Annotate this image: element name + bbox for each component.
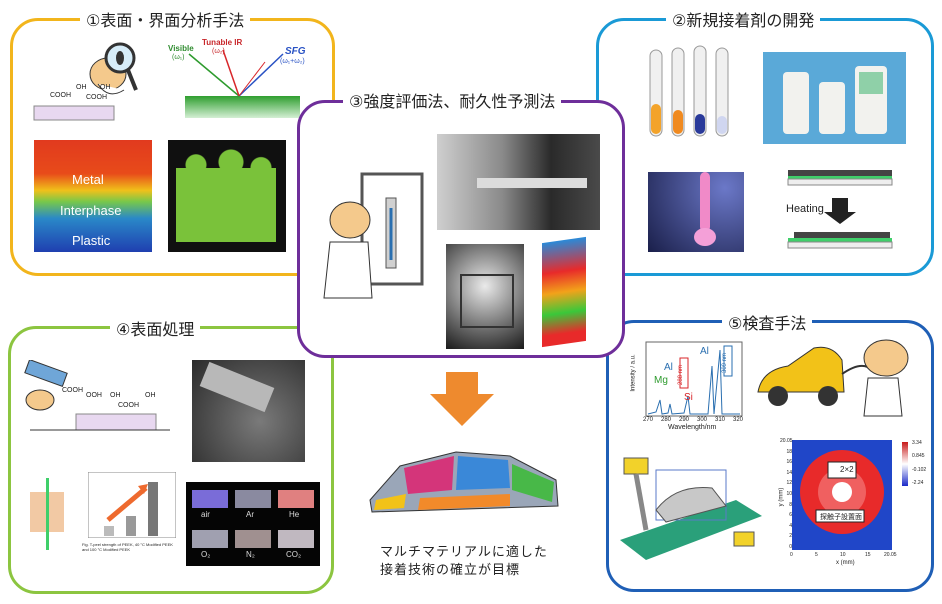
t-peel-caption: Fig. T-peel strength of PEEK, 40 °C Modi… bbox=[82, 542, 173, 552]
heatmap-xtick: 0 bbox=[790, 552, 793, 558]
interphase-label: Interphase bbox=[60, 203, 122, 218]
heatmap-scale: 3.34 0.845 -0.102 -2.24 bbox=[912, 440, 926, 486]
heatmap-ytick: 0 bbox=[789, 543, 792, 550]
t-peel-figure: Fig. T-peel strength of PEEK, 40 °C Modi… bbox=[30, 470, 178, 568]
surface-treatment-illustration bbox=[24, 360, 170, 431]
plasma-label-ar: Ar bbox=[246, 510, 254, 519]
heatmap-xtick: 10 bbox=[840, 552, 846, 558]
car-stethoscope-cartoon bbox=[757, 339, 909, 417]
plasma-nozzle-image bbox=[192, 360, 305, 462]
scale-tick: -2.24 bbox=[912, 479, 924, 486]
spectrum-ylabel: Intensity / a.u. bbox=[630, 354, 637, 392]
goal-text: マルチマテリアルに適した 接着技術の確立が目標 bbox=[380, 544, 580, 580]
plasma-label-co2: CO₂ bbox=[286, 550, 302, 559]
heatmap-ytick: 6 bbox=[789, 512, 792, 519]
heatmap-xtick: 20.05 bbox=[884, 552, 897, 558]
oh-label: OH bbox=[100, 84, 111, 91]
cooh-label: COOH bbox=[118, 402, 139, 409]
cooh-label: COOH bbox=[86, 94, 107, 101]
plasma-label-o2: O₂ bbox=[201, 550, 211, 559]
cooh-label: COOH bbox=[50, 92, 71, 99]
spectrum-tick: 300 bbox=[697, 417, 708, 423]
magnifier-cartoon-illustration bbox=[33, 42, 138, 121]
heatmap-ytick: 18 bbox=[786, 448, 792, 455]
peak-al-label: Al bbox=[664, 362, 673, 373]
libs-spectrum-figure bbox=[645, 341, 743, 417]
oh-label: OH bbox=[76, 84, 87, 91]
heatmap-region-label: 探触子設置面 bbox=[820, 514, 862, 521]
peak-mg-label: Mg bbox=[654, 375, 668, 386]
heatmap-ytick: 2 bbox=[789, 533, 792, 540]
nm-label-288: 288 nm bbox=[678, 364, 685, 386]
peak-si-label: Si bbox=[684, 392, 693, 403]
panel1-title: ①表面・界面分析手法 bbox=[80, 7, 251, 31]
spectrum-tick: 280 bbox=[661, 417, 672, 423]
spectrum-tick: 290 bbox=[679, 417, 690, 423]
goal-line-1: マルチマテリアルに適した bbox=[380, 545, 548, 560]
metal-label: Metal bbox=[72, 172, 104, 187]
heatmap-ytick: 12 bbox=[786, 480, 792, 487]
heatmap-xtick: 15 bbox=[865, 552, 871, 558]
heatmap-box-label: 2×2 bbox=[840, 465, 854, 474]
goal-line-2: 接着技術の確立が目標 bbox=[380, 563, 521, 578]
adhesive-cartridges-image bbox=[763, 52, 906, 144]
testing-machine-photo bbox=[437, 134, 600, 230]
heatmap-xtick: 5 bbox=[815, 552, 818, 558]
ultrasonic-heatmap-figure bbox=[792, 440, 908, 550]
spectrum-xlabel: Wavelength/nm bbox=[668, 424, 717, 431]
panel4-title: ④表面処理 bbox=[110, 316, 201, 340]
spectrum-tick: 270 bbox=[643, 417, 654, 423]
oh-label: OH bbox=[145, 392, 156, 399]
plasma-label-n2: N₂ bbox=[246, 550, 255, 559]
down-arrow bbox=[430, 372, 494, 426]
heatmap-yticks: 20.05 18 16 14 12 10 8 6 4 2 0 bbox=[780, 438, 793, 550]
inspection-robot-illustration bbox=[620, 457, 762, 560]
heatmap-ytick: 8 bbox=[789, 501, 792, 508]
panel5-title: ⑤検査手法 bbox=[722, 310, 813, 334]
tunable-sub-label: (ω₂) bbox=[212, 48, 225, 55]
plasma-color-grid bbox=[186, 482, 320, 566]
peak-al-label: Al bbox=[700, 346, 709, 357]
plasma-label-he: He bbox=[289, 510, 300, 519]
visible-label: Visible bbox=[168, 44, 194, 53]
nm-label-309: 309 nm bbox=[722, 352, 729, 374]
test-tubes-image bbox=[649, 45, 729, 137]
cooh-label: COOH bbox=[62, 387, 83, 394]
panel3-title: ③強度評価法、耐久性予測法 bbox=[343, 88, 562, 112]
sfg-beam-diagram bbox=[185, 49, 300, 118]
scale-tick: -0.102 bbox=[912, 466, 927, 473]
heating-label: Heating bbox=[786, 203, 824, 215]
tunable-ir-label: Tunable IR bbox=[202, 38, 243, 47]
heating-process-diagram bbox=[787, 170, 893, 249]
tensile-test-cartoon bbox=[323, 172, 424, 299]
heatmap-ytick: 16 bbox=[786, 459, 792, 466]
plasma-label-air: air bbox=[201, 510, 210, 519]
scale-tick: 3.34 bbox=[912, 440, 922, 446]
ooh-label: OOH bbox=[86, 392, 102, 399]
heatmap-ytick: 10 bbox=[786, 490, 792, 497]
plastic-label: Plastic bbox=[72, 233, 111, 248]
fem-stress-model bbox=[532, 234, 604, 350]
sfg-sub-label: (ω₁+ω₂) bbox=[280, 58, 305, 65]
interphase-map-image bbox=[34, 140, 152, 252]
heatmap-xlabel: x (mm) bbox=[836, 560, 855, 566]
green-3d-structure-image bbox=[168, 140, 286, 252]
oh-label: OH bbox=[110, 392, 121, 399]
panel2-title: ②新規接着剤の開発 bbox=[666, 7, 821, 31]
xray-structure-photo bbox=[446, 244, 524, 349]
scale-tick: 0.845 bbox=[912, 453, 925, 460]
heatmap-ytick: 14 bbox=[786, 469, 792, 476]
multi-material-car-body bbox=[369, 451, 559, 513]
spectrum-tick: 310 bbox=[715, 417, 726, 423]
adhesive-drop-image bbox=[648, 172, 744, 252]
spectrum-tick: 320 bbox=[733, 417, 744, 423]
heatmap-ytick: 20.05 bbox=[780, 438, 793, 444]
sfg-label: SFG bbox=[285, 46, 306, 57]
heatmap-ytick: 4 bbox=[789, 522, 792, 529]
visible-sub-label: (ω₁) bbox=[172, 54, 185, 61]
